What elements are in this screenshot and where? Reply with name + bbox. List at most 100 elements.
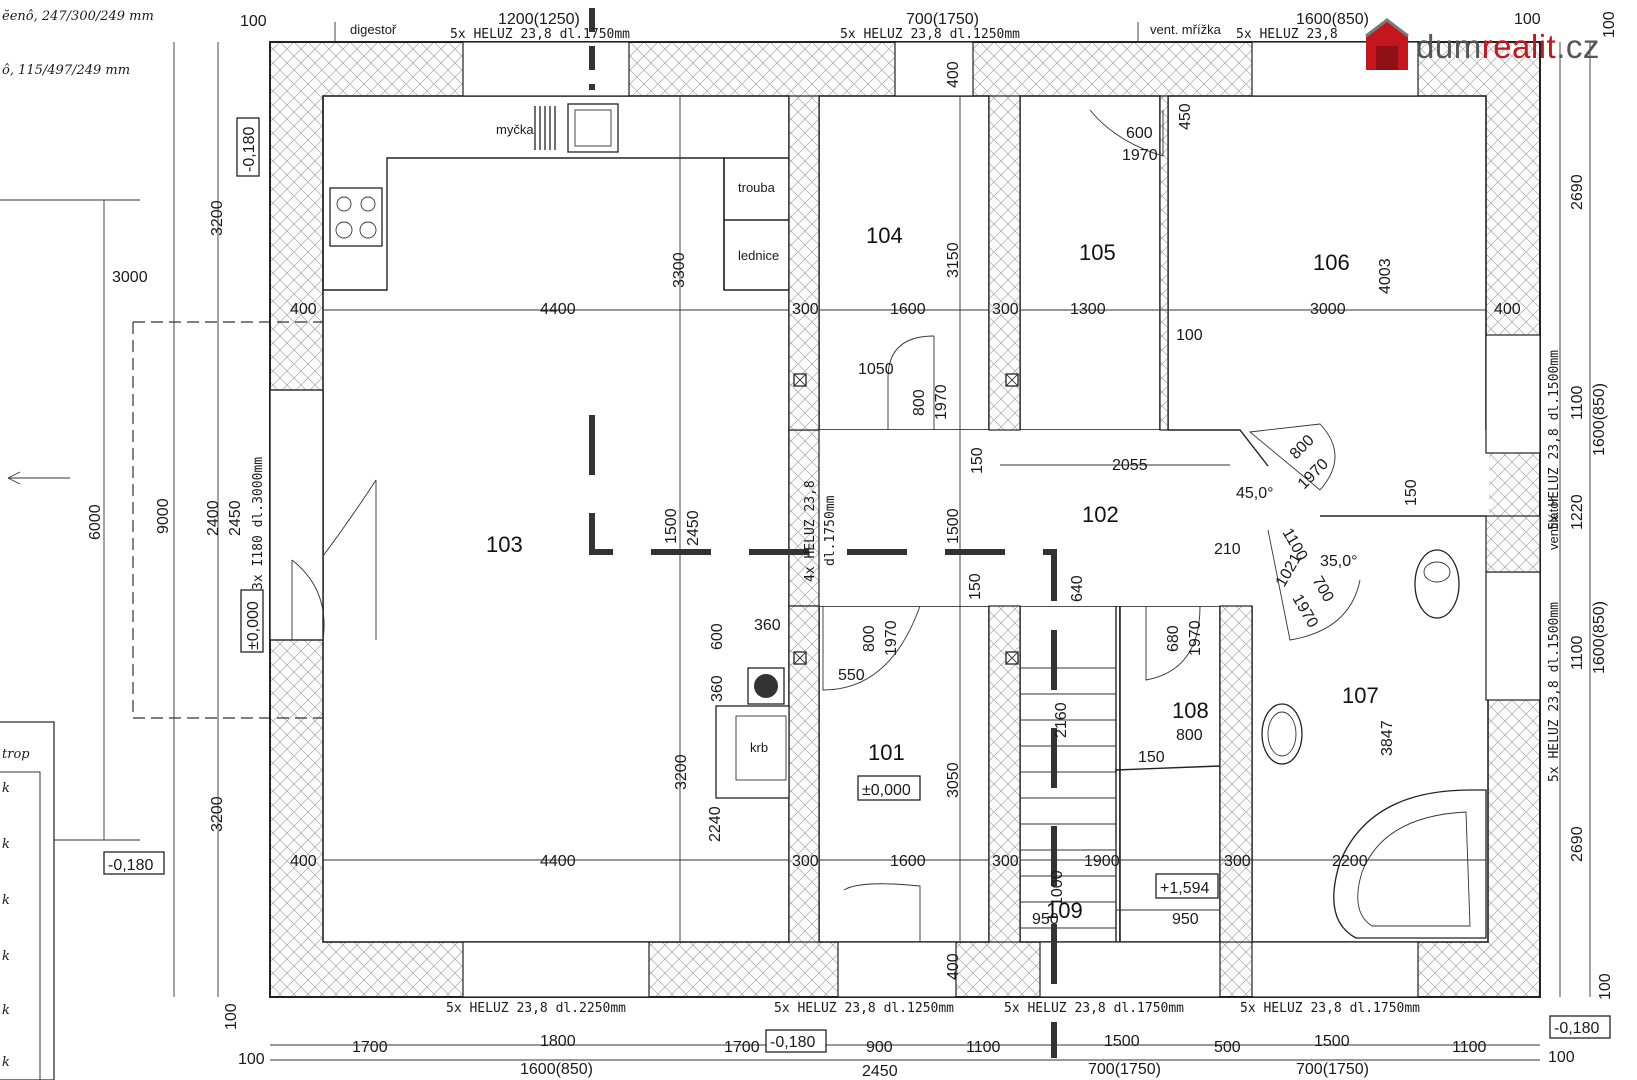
svg-text:500: 500 (1214, 1039, 1241, 1056)
svg-text:300: 300 (992, 301, 1019, 318)
legend-item: k (2, 837, 10, 852)
svg-text:5x HELUZ 23,8 dl.2250mm: 5x HELUZ 23,8 dl.2250mm (446, 1001, 626, 1016)
staircase (1020, 606, 1221, 942)
legend-box (0, 721, 55, 1080)
dimension-labels: 1200(1250) 700(1750) 1600(850) 100 100 4… (87, 11, 1618, 1080)
svg-text:45,0°: 45,0° (1236, 485, 1274, 502)
svg-text:1500: 1500 (1314, 1033, 1350, 1050)
level-labels: -0,180 ±0,000 -0,180 -0,180 -0,180 ±0,00… (108, 127, 1599, 1051)
svg-text:210: 210 (1214, 541, 1241, 558)
svg-text:5x HELUZ 23,8: 5x HELUZ 23,8 (1236, 27, 1338, 42)
svg-text:1970: 1970 (1122, 147, 1158, 164)
svg-text:400: 400 (1494, 301, 1521, 318)
svg-text:2450: 2450 (685, 510, 702, 546)
svg-text:1600(850): 1600(850) (1591, 383, 1608, 456)
svg-text:5x HELUZ 23,8 dl.1750mm: 5x HELUZ 23,8 dl.1750mm (450, 27, 630, 42)
svg-text:2240: 2240 (707, 806, 724, 842)
svg-text:1700: 1700 (724, 1039, 760, 1056)
dumrealit-logo[interactable]: dumrealit.cz (1364, 14, 1626, 74)
label-oven: trouba (738, 180, 776, 195)
room-104: 104 (866, 223, 903, 248)
svg-text:1600(850): 1600(850) (1591, 601, 1608, 674)
legend: trop k k k k k k (2, 747, 30, 1070)
svg-text:150: 150 (969, 447, 986, 474)
svg-text:2690: 2690 (1569, 174, 1586, 210)
svg-text:950: 950 (1032, 911, 1059, 928)
svg-text:150: 150 (1138, 749, 1165, 766)
svg-text:5x HELUZ 23,8 dl.1750mm: 5x HELUZ 23,8 dl.1750mm (1240, 1001, 1420, 1016)
svg-text:3200: 3200 (673, 754, 690, 790)
svg-text:550: 550 (838, 667, 865, 684)
svg-text:360: 360 (709, 675, 726, 702)
svg-text:1600: 1600 (890, 301, 926, 318)
svg-text:2690: 2690 (1569, 826, 1586, 862)
svg-text:3000: 3000 (112, 269, 148, 286)
svg-text:800: 800 (1176, 727, 1203, 744)
svg-text:9000: 9000 (155, 498, 172, 534)
cooktop-icon (329, 187, 383, 247)
header-line-1: ĕenô, 247/300/249 mm (2, 9, 154, 24)
room-103: 103 (486, 532, 523, 557)
svg-text:300: 300 (792, 301, 819, 318)
svg-text:100: 100 (240, 13, 267, 30)
legend-item: k (2, 1055, 10, 1070)
doors (291, 109, 1361, 942)
legend-item: k (2, 949, 10, 964)
svg-text:1970: 1970 (933, 384, 950, 420)
room-102: 102 (1082, 502, 1119, 527)
svg-text:300: 300 (1224, 853, 1251, 870)
svg-text:100: 100 (238, 1051, 265, 1068)
svg-text:400: 400 (945, 953, 962, 980)
svg-text:4003: 4003 (1377, 258, 1394, 294)
svg-text:100: 100 (1597, 973, 1614, 1000)
svg-text:150: 150 (1403, 479, 1420, 506)
svg-text:2200: 2200 (1332, 853, 1368, 870)
svg-text:1100: 1100 (966, 1039, 1001, 1056)
svg-text:700(1750): 700(1750) (1296, 1061, 1369, 1078)
label-vent-grill: vent. mřížka (1150, 22, 1222, 37)
legend-item: k (2, 1003, 10, 1018)
level-boxes (103, 117, 1611, 1053)
svg-text:±0,000: ±0,000 (862, 782, 911, 799)
svg-text:360: 360 (754, 617, 781, 634)
svg-text:35,0°: 35,0° (1320, 553, 1358, 570)
sink-icon (567, 103, 619, 153)
house-logo-icon (1365, 18, 1409, 70)
svg-text:100: 100 (1514, 11, 1541, 28)
room-106: 106 (1313, 250, 1350, 275)
svg-text:4400: 4400 (540, 853, 576, 870)
room-107: 107 (1342, 683, 1379, 708)
svg-text:1600(850): 1600(850) (1296, 11, 1369, 28)
svg-text:950: 950 (1172, 911, 1199, 928)
header-line-2: ô, 115/497/249 mm (2, 63, 130, 78)
svg-text:3050: 3050 (945, 762, 962, 798)
bathtub-icon (1333, 789, 1487, 939)
svg-text:600: 600 (1126, 125, 1153, 142)
svg-text:5x HELUZ 23,8 dl.1500mm: 5x HELUZ 23,8 dl.1500mm (1547, 350, 1562, 530)
svg-text:2450: 2450 (862, 1063, 898, 1080)
svg-text:400: 400 (945, 61, 962, 88)
beam-line (589, 415, 1057, 630)
svg-text:5x HELUZ 23,8 dl.1250mm: 5x HELUZ 23,8 dl.1250mm (774, 1001, 954, 1016)
svg-text:800: 800 (911, 389, 928, 416)
svg-text:700(1750): 700(1750) (1088, 1061, 1161, 1078)
svg-text:1700: 1700 (352, 1039, 388, 1056)
svg-text:1500: 1500 (1104, 1033, 1140, 1050)
label-dishwasher: myčka (496, 122, 534, 137)
room-108: 108 (1172, 698, 1209, 723)
outer-walls (269, 41, 1541, 998)
svg-text:1970: 1970 (883, 620, 900, 656)
svg-text:1200(1250): 1200(1250) (498, 11, 580, 28)
svg-text:3150: 3150 (945, 242, 962, 278)
label-fireplace: krb (750, 740, 768, 755)
svg-text:-0,180: -0,180 (241, 127, 258, 172)
lintel-labels: 5x HELUZ 23,8 dl.1750mm 5x HELUZ 23,8 dl… (251, 27, 1562, 1016)
svg-text:800: 800 (861, 625, 878, 652)
svg-text:3200: 3200 (209, 200, 226, 236)
svg-text:1100: 1100 (1452, 1039, 1487, 1056)
svg-text:4400: 4400 (540, 301, 576, 318)
svg-text:680: 680 (1165, 625, 1182, 652)
svg-text:2160: 2160 (1053, 702, 1070, 738)
